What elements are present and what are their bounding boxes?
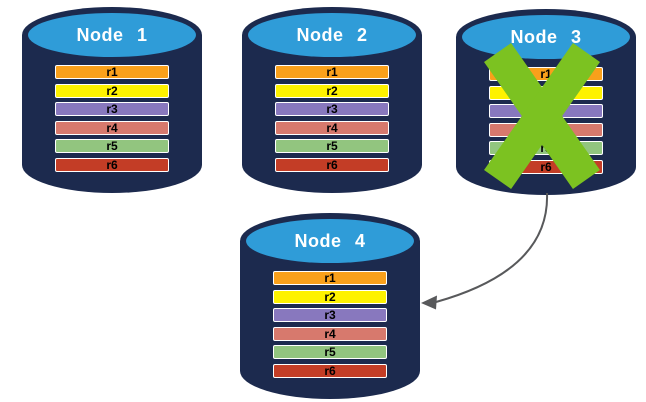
- replica-row-r5: r5: [55, 139, 169, 153]
- replica-row-r2: r2: [275, 83, 389, 98]
- replica-row-r6: r6: [55, 157, 169, 172]
- replica-rows: r1 r2 r3 r4 r5 r6: [275, 65, 389, 172]
- replica-row-r3: r3: [273, 308, 387, 322]
- replica-row-r5: r5: [275, 139, 389, 153]
- arrow-curve: [435, 192, 549, 303]
- replica-row-r3: r3: [275, 102, 389, 116]
- arrow-head-icon: [421, 295, 437, 310]
- node-title: Node 3: [510, 27, 582, 47]
- cylinder-top: [28, 13, 196, 57]
- replica-row-r1: r1: [275, 65, 389, 79]
- replica-rows: r1 r2 r3 r4 r5 r6: [273, 271, 387, 378]
- failure-cross-icon: [484, 43, 600, 189]
- node-2: Node 2 r1 r2 r3 r4 r5 r6: [242, 7, 422, 193]
- cylinder-top: [248, 13, 416, 57]
- node-4: Node 4 r1 r2 r3 r4 r5 r6: [240, 213, 420, 399]
- node-title: Node 4: [294, 231, 366, 251]
- replica-row-r1: r1: [55, 65, 169, 79]
- cross-arm: [484, 43, 600, 189]
- node-3: Node 3 r1 r2 r3 r4 r5 r6: [456, 9, 636, 195]
- node-title: Node 1: [76, 25, 148, 45]
- replica-row-r1: r1: [273, 271, 387, 285]
- replica-row-r5: r5: [273, 345, 387, 359]
- node-title: Node 2: [296, 25, 368, 45]
- replica-row-r4: r4: [273, 326, 387, 341]
- node-1: Node 1 r1 r2 r3 r4 r5 r6: [22, 7, 202, 193]
- cylinder-top: [246, 219, 414, 263]
- replica-row-r6: r6: [273, 363, 387, 378]
- replica-row-r4: r4: [55, 120, 169, 135]
- replica-row-r3: r3: [55, 102, 169, 116]
- replica-rows: r1 r2 r3 r4 r5 r6: [55, 65, 169, 172]
- replica-row-r2: r2: [273, 289, 387, 304]
- replica-row-r6: r6: [275, 157, 389, 172]
- replica-row-r4: r4: [275, 120, 389, 135]
- replica-row-r2: r2: [55, 83, 169, 98]
